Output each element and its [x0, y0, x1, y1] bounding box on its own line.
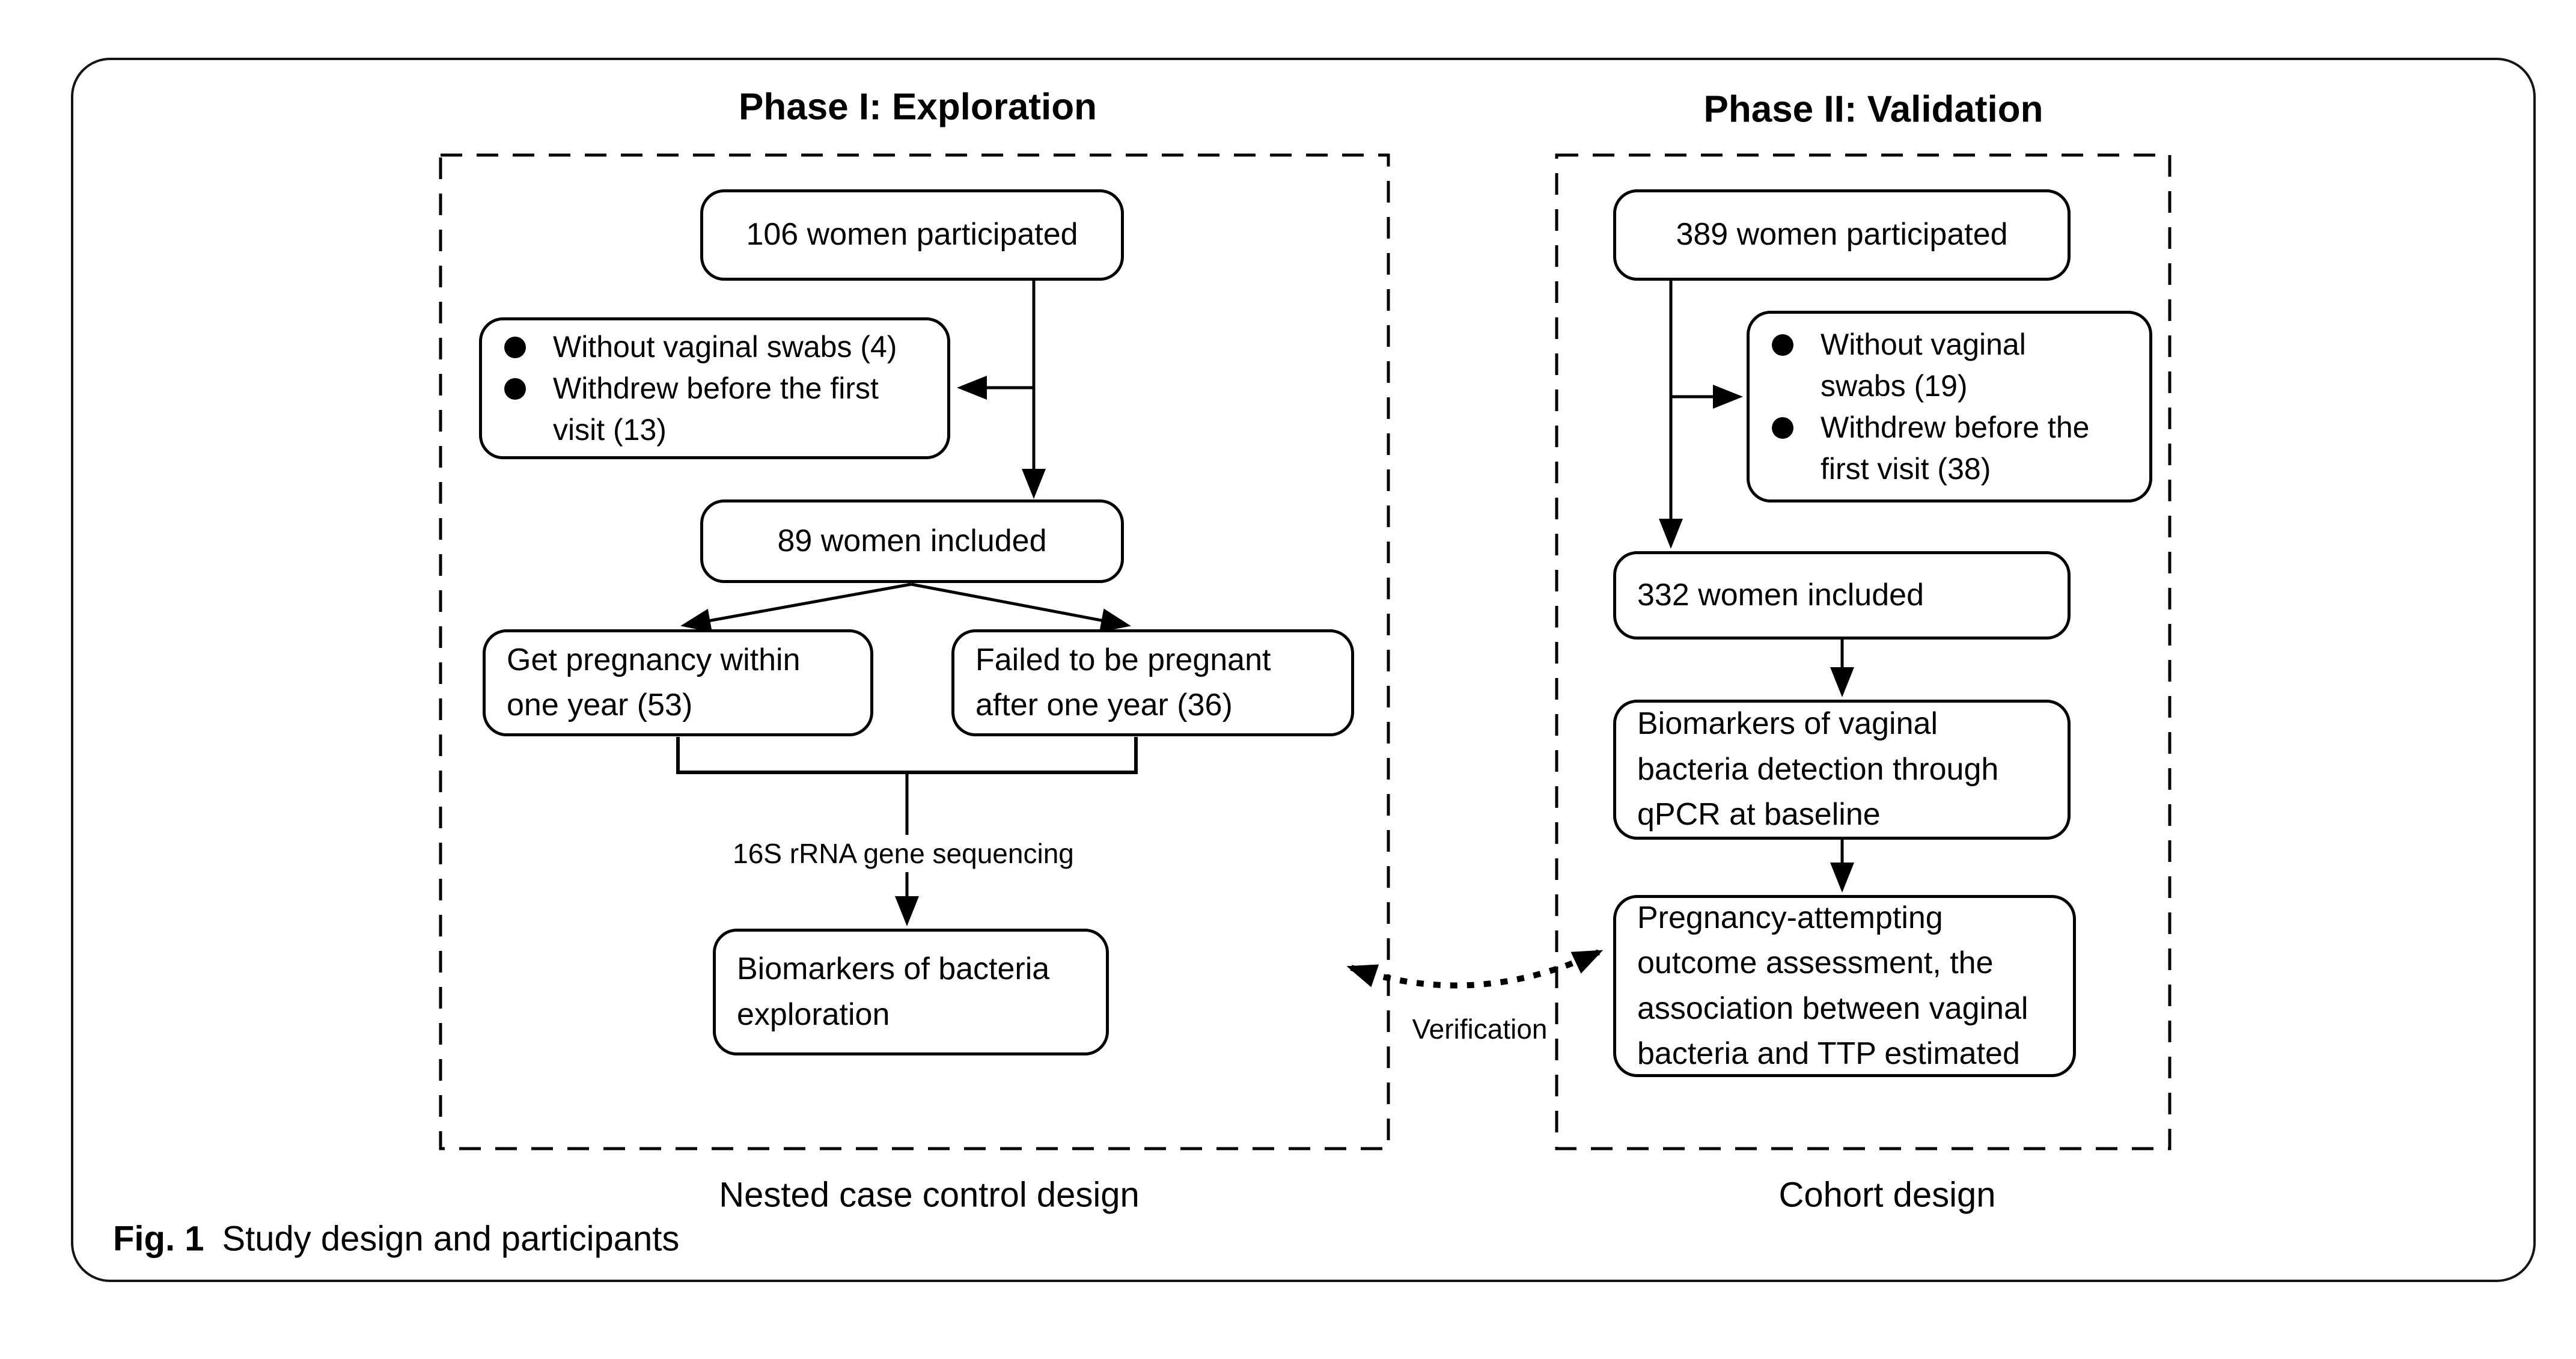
excluded-p2-item-1: Without vaginal swabs (19) [1821, 327, 2026, 403]
phase1-title: Phase I: Exploration [738, 86, 1097, 128]
box-not-pregnant-text: Failed to be pregnant after one year (36… [975, 642, 1271, 722]
box-pregnant-text: Get pregnancy within one year (53) [507, 642, 801, 722]
box-included-p2-text: 332 women included [1637, 577, 1924, 612]
phase2-dashed-panel [1555, 153, 2172, 1150]
box-included-p1-text: 89 women included [777, 523, 1047, 558]
panel-label-nested-case-control: Nested case control design [719, 1175, 1140, 1215]
box-participated-p2: 389 women participated [1613, 189, 2071, 281]
box-not-pregnant: Failed to be pregnant after one year (36… [951, 629, 1354, 736]
phase2-title: Phase II: Validation [1703, 88, 2043, 130]
box-outcome: Pregnancy-attempting outcome assessment,… [1613, 895, 2076, 1077]
excluded-list-p1: Without vaginal swabs (4) Withdrew befor… [503, 326, 938, 451]
box-included-p2: 332 women included [1613, 551, 2071, 640]
box-participated-p2-text: 389 women participated [1676, 217, 2008, 252]
verification-label: Verification [1412, 1013, 1548, 1045]
excluded-p2-item-2: Withdrew before the first visit (38) [1821, 410, 2090, 486]
box-pregnant: Get pregnancy within one year (53) [483, 629, 873, 736]
box-detection-text: Biomarkers of vaginal bacteria detection… [1637, 706, 1999, 832]
box-excluded-p1: Without vaginal swabs (4) Withdrew befor… [479, 317, 950, 459]
box-detection: Biomarkers of vaginal bacteria detection… [1613, 700, 2071, 840]
box-biomarkers-exploration: Biomarkers of bacteria exploration [713, 929, 1109, 1055]
excluded-list-p2: Without vaginal swabs (19) Withdrew befo… [1771, 324, 2140, 490]
figure-caption: Fig. 1 Study design and participants [113, 1219, 679, 1259]
box-included-p1: 89 women included [700, 499, 1124, 583]
box-biomarkers-exploration-text: Biomarkers of bacteria exploration [737, 951, 1050, 1032]
box-outcome-text: Pregnancy-attempting outcome assessment,… [1637, 900, 2028, 1071]
list-item: Without vaginal swabs (19) [1771, 324, 2140, 407]
list-item: Without vaginal swabs (4) [503, 326, 938, 368]
list-item: Withdrew before the first visit (38) [1771, 407, 2140, 490]
excluded-p1-item-1: Without vaginal swabs (4) [553, 329, 897, 364]
phase1-dashed-panel [439, 153, 1390, 1150]
figure-caption-label: Fig. 1 [113, 1219, 204, 1259]
sequencing-label: 16S rRNA gene sequencing [724, 835, 1082, 872]
bracket-join [676, 737, 1138, 774]
verification-dotted-arrow [1346, 949, 1604, 989]
box-excluded-p2: Without vaginal swabs (19) Withdrew befo… [1747, 311, 2152, 502]
panel-label-cohort-design: Cohort design [1778, 1175, 1996, 1215]
box-participated-p1-text: 106 women participated [746, 217, 1078, 252]
arrow-included-to-pregnant [680, 582, 912, 633]
list-item: Withdrew before the first visit (13) [503, 368, 938, 451]
figure-caption-text: Study design and participants [222, 1219, 680, 1259]
box-participated-p1: 106 women participated [700, 189, 1124, 281]
excluded-p1-item-2: Withdrew before the first visit (13) [553, 371, 879, 447]
arrow-included-to-notpregnant [911, 582, 1131, 632]
